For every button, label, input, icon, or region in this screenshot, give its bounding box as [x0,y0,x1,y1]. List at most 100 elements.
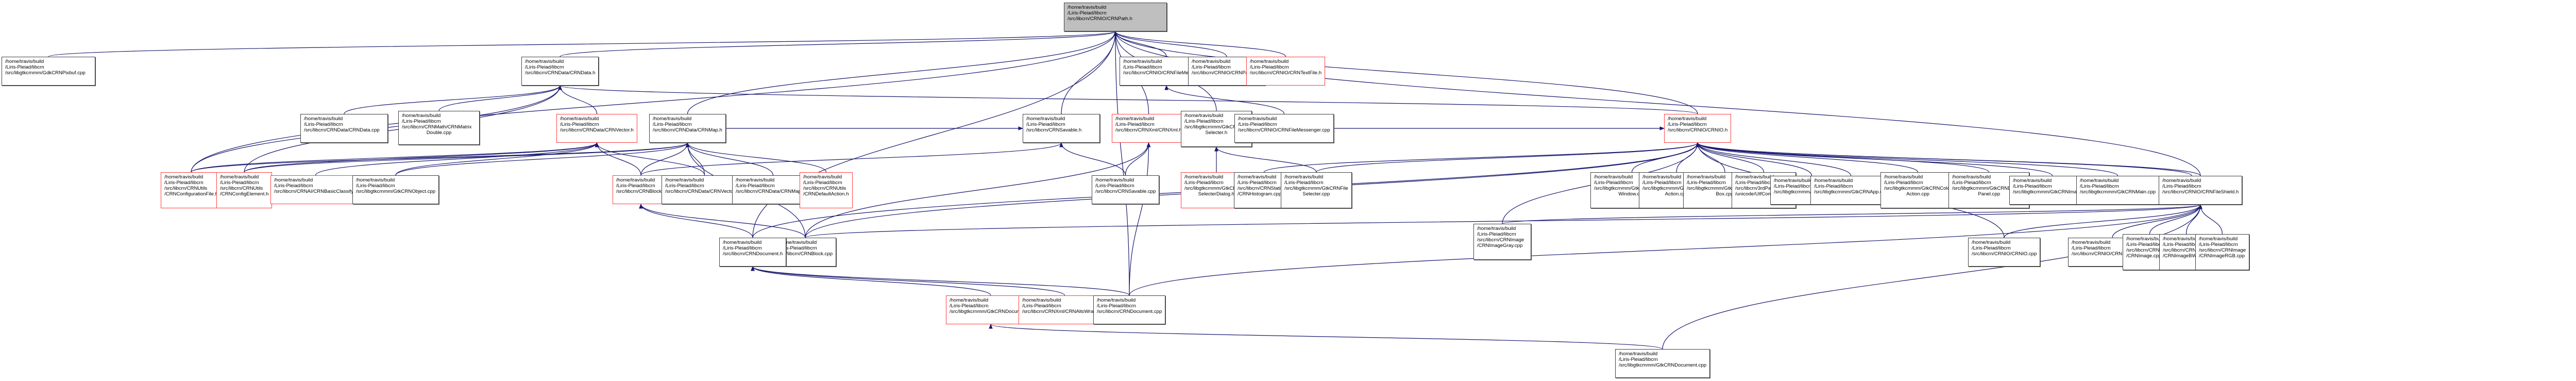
graph-node-crnio-cpp[interactable]: /home/travis/build/Liris-Pleiad/libcrn/s… [1968,238,2041,267]
graph-node-crnconfigelement-h[interactable]: /home/travis/build/Liris-Pleiad/libcrn/s… [216,172,273,208]
node-label-line: /home/travis/build [1774,178,1813,184]
edge-gtkcrndocument-cpp-to-crnfileshield-h [1662,204,2202,350]
node-label-line: /Liris-Pleiad/libcrn [1884,180,1923,186]
node-label-line: /src/libcrn/CRNIO/CRNFileShield.cpp [2072,251,2154,257]
graph-node-crnmap-h[interactable]: /home/travis/build/Liris-Pleiad/libcrn/s… [649,114,726,143]
node-label-line: /home/travis/build [2126,236,2165,242]
node-label-line: /Liris-Pleiad/libcrn [950,303,989,309]
edge-crnconfigelement-h-to-crnmap-h [244,142,690,173]
node-label-line: /Liris-Pleiad/libcrn [1238,180,1277,186]
node-label-line: /home/travis/build [1619,351,1658,357]
node-label-line: /home/travis/build [1115,116,1155,122]
graph-node-root[interactable]: /home/travis/build/Liris-Pleiad/libcrn/s… [1064,3,1167,31]
node-label-line: /CRNImageRGB.cpp [2199,253,2245,259]
graph-node-crnblock-h[interactable]: /home/travis/build/Liris-Pleiad/libcrn/s… [613,175,669,204]
node-label-line: /home/travis/build [1184,174,1224,180]
node-label-line: /src/libgtkcrnmm/GtkCRNDrawing [1952,186,2026,191]
graph-node-crnio-h[interactable]: /home/travis/build/Liris-Pleiad/libcrn/s… [1664,114,1732,143]
graph-node-crndata-cpp[interactable]: /home/travis/build/Liris-Pleiad/libcrn/s… [300,114,388,143]
graph-node-gdkpixbuf-cpp[interactable]: /home/travis/build/Liris-Pleiad/libcrn/s… [2,57,95,86]
edge-crndocument-cpp-to-crnxml-h [1129,142,1151,296]
edge-crnio-h-to-crndata-h [558,85,1698,114]
graph-node-crnfilemessenger-cpp[interactable]: /home/travis/build/Liris-Pleiad/libcrn/s… [1234,114,1334,143]
node-label-line: /home/travis/build [1687,174,1726,180]
graph-node-gtkfileselecter-cpp[interactable]: /home/travis/build/Liris-Pleiad/libcrn/s… [1281,172,1352,208]
node-label-line: /src/libcrn/CRNImage [2126,247,2174,253]
graph-node-crndata-h[interactable]: /home/travis/build/Liris-Pleiad/libcrn/s… [521,57,599,86]
node-label-line: /src/libgtkcrnmm/GtkCRNDocument.h [950,309,1032,314]
graph-node-crnimagegray-cpp[interactable]: /home/travis/build/Liris-Pleiad/libcrn/s… [1473,224,1531,260]
graph-node-crnsavable-h[interactable]: /home/travis/build/Liris-Pleiad/libcrn/s… [1023,114,1100,143]
node-label-line: SelecterDialog.h [1198,191,1235,197]
node-label-line: /src/libgtkcrnmm/GtkCRNFile [1284,186,1348,191]
node-label-line: /home/travis/build [1238,116,1277,122]
edge-crndata-cpp-to-crndata-h [344,85,562,114]
node-label-line: /CRNConfigElement.h [220,191,269,197]
node-label-line: /Liris-Pleiad/libcrn [525,64,564,70]
node-label-line: /Liris-Pleiad/libcrn [1687,180,1726,186]
graph-node-crndocument-cpp[interactable]: /home/travis/build/Liris-Pleiad/libcrn/s… [1093,295,1166,324]
node-label-line: Action.cpp [1906,191,1929,197]
node-label-line: /home/travis/build [803,174,842,180]
node-label-line: /src/libgtkcrnmm/GtkCRNFile [1184,186,1248,191]
graph-node-crntextfile-h[interactable]: /home/travis/build/Liris-Pleiad/libcrn/s… [1246,57,1326,86]
node-label-line: /home/travis/build [1184,113,1224,119]
node-label-line: /src/libcrn/CRNUtils [164,186,208,191]
graph-node-crnxml-h[interactable]: /home/travis/build/Liris-Pleiad/libcrn/s… [1112,114,1185,143]
node-label-line: /home/travis/build [2163,236,2202,242]
edge-crnimagegray-cpp-to-crnfileshield-h [1502,204,2202,224]
node-label-line: /src/libcrn/CRNIO/CRNIO.h [1668,127,1728,133]
graph-node-crndocument-h[interactable]: /home/travis/build/Liris-Pleiad/libcrn/s… [719,238,787,267]
graph-node-crnvector-h[interactable]: /home/travis/build/Liris-Pleiad/libcrn/s… [556,114,637,143]
node-label-line: Box.cpp [1716,191,1734,197]
edge-crnfileshield-h-to-crnio-h [1696,142,2201,176]
graph-node-crnimagergb-cpp[interactable]: /home/travis/build/Liris-Pleiad/libcrn/s… [2195,234,2250,270]
graph-node-gtkcrndocument-cpp[interactable]: /home/travis/build/Liris-Pleiad/libcrn/s… [1615,349,1710,378]
node-label-line: /src/libcrn/CRNStatistics [1238,186,1291,191]
edge-gdkpixbuf-cpp-to-root [48,31,1117,57]
graph-node-gtkcoloraction-cpp[interactable]: /home/travis/build/Liris-Pleiad/libcrn/s… [1880,172,1956,208]
edge-crnmatrixdouble-cpp-to-crndata-h [438,85,562,111]
node-label-line: /src/libcrn/CRNIO/CRNPath.cpp [1192,70,1262,76]
node-label-line: /src/libcrn/CRNIO/CRNPath.h [1067,16,1132,22]
graph-node-gtkcrnapp-cpp[interactable]: /home/travis/build/Liris-Pleiad/libcrn/s… [1810,176,1892,205]
node-label-line: /src/libcrn/CRNImage [2199,247,2246,253]
edge-crnblock-h-to-crnvector-h [595,142,641,176]
graph-node-crnconfigurationfile-h[interactable]: /home/travis/build/Liris-Pleiad/libcrn/s… [161,172,222,208]
node-label-line: /CRNHistogram.cpp [1238,191,1282,197]
node-label-line: /src/libcrn/CRNImage [1477,237,1524,243]
graph-node-crnmatrixdouble-cpp[interactable]: /home/travis/build/Liris-Pleiad/libcrn/s… [398,111,480,145]
graph-node-gtkcrnobject-cpp[interactable]: /home/travis/build/Liris-Pleiad/libcrn/s… [352,175,439,204]
edge-gtkcrnapp-cpp-to-crnio-h [1696,142,1852,176]
node-label-line: /src/libcrn/CRNIO/CRNFileMessenger.h [1123,70,1210,76]
node-label-line: /src/libgtkcrnmm/GtkCRNFile [1184,124,1248,130]
node-label-line: /Liris-Pleiad/libcrn [1619,357,1658,362]
node-label-line: /src/libgtkcrnmm/GtkCRNDocument.cpp [1619,362,1707,368]
graph-node-crnsavable-cpp[interactable]: /home/travis/build/Liris-Pleiad/libcrn/s… [1092,175,1160,204]
edge-crnconfigurationfile-h-to-root [191,31,1117,173]
node-label-line: /CRNImageGray.cpp [1477,243,1523,249]
edge-crntextfile-h-to-root [1113,31,1286,57]
node-label-line: /CRNImage.cpp [2126,253,2162,259]
edge-crnsavable-h-to-root [1061,31,1117,114]
node-label-line: /home/travis/build [356,177,395,183]
graph-node-crnfileshield-h[interactable]: /home/travis/build/Liris-Pleiad/libcrn/s… [2159,176,2243,205]
node-label-line: /src/libgtkcrnmm/GtkCRNColor [1884,186,1952,191]
node-label-line: Action.cpp [1665,191,1688,197]
node-label-line: /home/travis/build [653,116,692,122]
node-label-line: /Liris-Pleiad/libcrn [1067,10,1107,16]
node-label-line: /src/libcrn/CRNSavable.h [1026,127,1082,133]
graph-node-gtkcrnmain-cpp[interactable]: /home/travis/build/Liris-Pleiad/libcrn/s… [2076,176,2160,205]
node-label-line: /Liris-Pleiad/libcrn [653,122,692,127]
node-label-line: /home/travis/build [2162,178,2201,184]
node-label-line: Panel.cpp [1978,191,2001,197]
graph-node-crndefaultaction-h[interactable]: /home/travis/build/Liris-Pleiad/libcrn/s… [800,172,853,208]
node-label-line: /home/travis/build [1022,297,1061,303]
node-label-line: /home/travis/build [950,297,989,303]
node-label-line: /Liris-Pleiad/libcrn [1097,303,1136,309]
node-label-line: /home/travis/build [1123,59,1162,64]
edge-crndata-h-to-root [560,31,1117,57]
node-label-line: /src/libgtkcrnmm/GtkCRNApp.cpp [1814,189,1888,195]
graph-node-crnbasicclassify-h[interactable]: /home/travis/build/Liris-Pleiad/libcrn/s… [270,175,361,204]
node-label-line: /Liris-Pleiad/libcrn [356,183,395,189]
